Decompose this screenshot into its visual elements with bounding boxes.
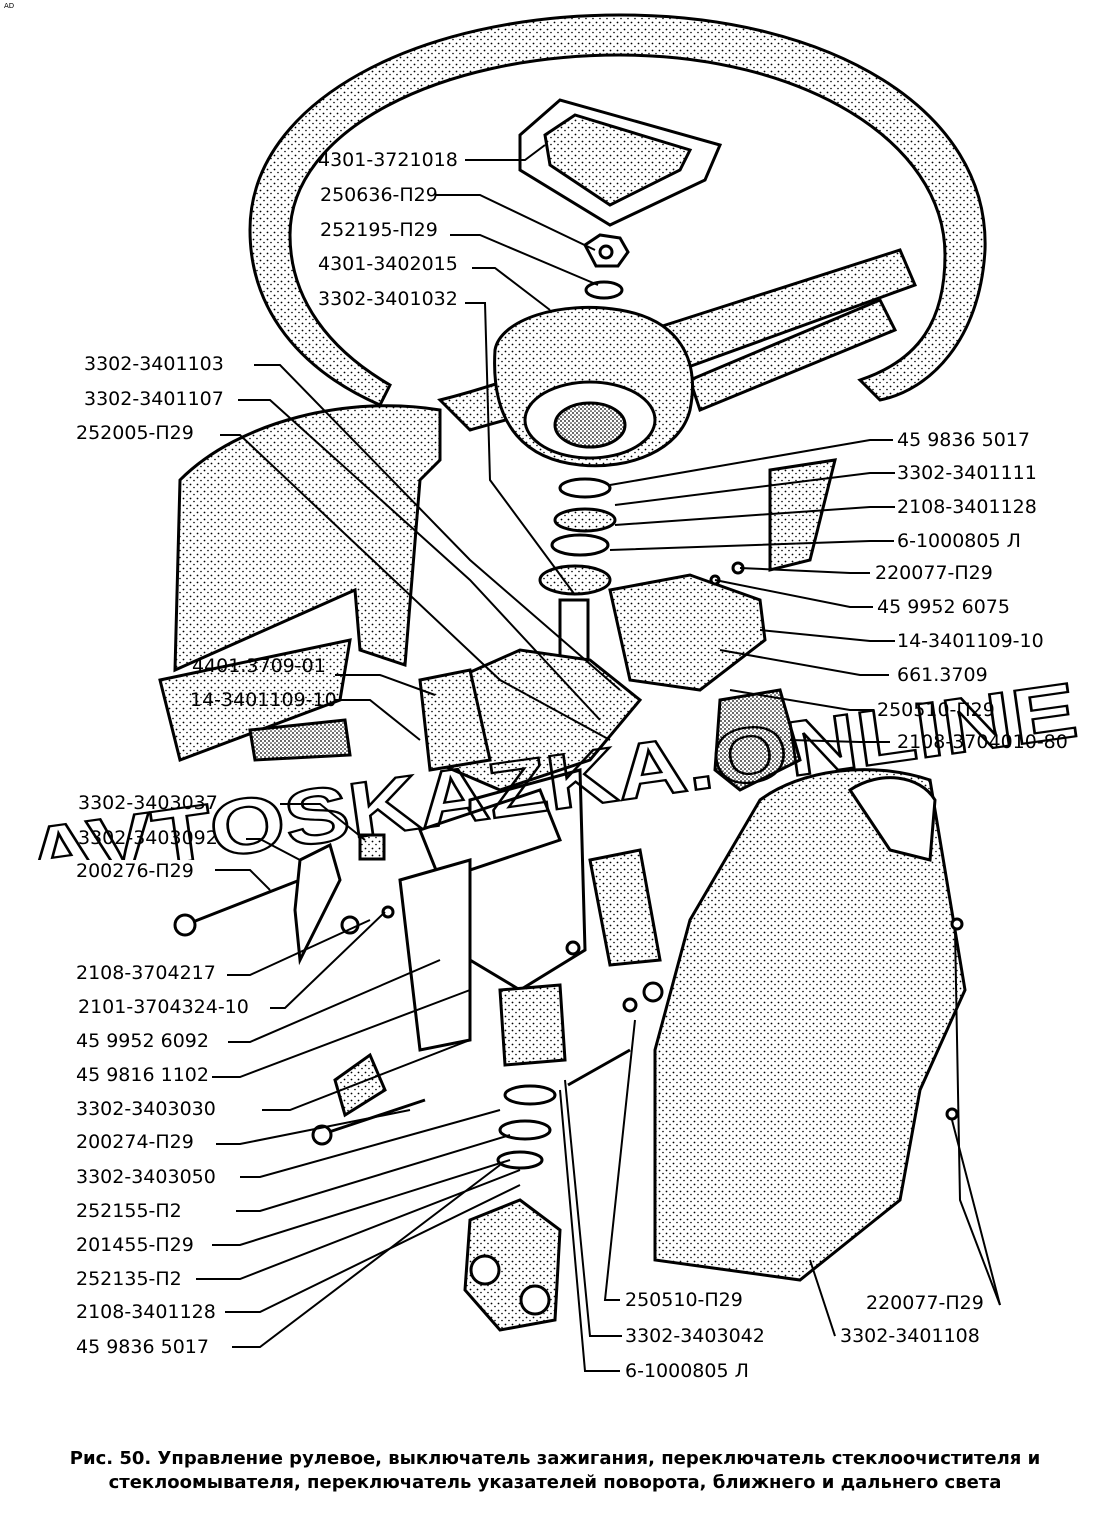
- part-label: 45 9816 1102: [76, 1064, 209, 1086]
- part-label: 3302-3403030: [76, 1098, 216, 1120]
- part-label: 2108-3401128: [897, 496, 1037, 518]
- part-label: 220077-П29: [875, 562, 993, 584]
- wiper-switch-assembly: [588, 458, 838, 967]
- part-label: 3302-3401032: [318, 288, 458, 310]
- leader-lines: [196, 144, 1001, 1372]
- part-label: 252195-П29: [320, 219, 438, 241]
- universal-joint: [463, 1198, 562, 1332]
- part-label: 45 9952 6075: [877, 596, 1010, 618]
- part-label: 201455-П29: [76, 1234, 194, 1256]
- part-label: 2101-3704324-10: [78, 996, 249, 1018]
- part-label: 252135-П2: [76, 1268, 182, 1290]
- part-label: 3302-3403050: [76, 1166, 216, 1188]
- part-label: 200274-П29: [76, 1131, 194, 1153]
- figure-caption: Рис. 50. Управление рулевое, выключатель…: [40, 1447, 1070, 1495]
- part-label: 3302-3401107: [84, 388, 224, 410]
- part-label: 4301-3402015: [318, 253, 458, 275]
- part-label: 6-1000805 Л: [625, 1360, 749, 1382]
- caption-line-2: стеклоомывателя, переключатель указателе…: [108, 1472, 1002, 1493]
- steering-hub: [493, 305, 694, 468]
- caption-line-1: Рис. 50. Управление рулевое, выключатель…: [69, 1448, 1041, 1469]
- part-label: 3302-3403092: [78, 827, 218, 849]
- turn-signal-lever: [248, 668, 492, 772]
- lower-shroud: [653, 768, 967, 1282]
- part-label: 252005-П29: [76, 422, 194, 444]
- part-label: 3302-3403042: [625, 1325, 765, 1347]
- part-label: 14-3401109-10: [190, 689, 337, 711]
- part-label: 252155-П2: [76, 1200, 182, 1222]
- horn-pad: [518, 98, 723, 227]
- part-label: 220077-П29: [866, 1292, 984, 1314]
- hub-nut: [583, 233, 630, 300]
- part-label: 661.3709: [897, 664, 988, 686]
- part-label: 2108-3704217: [76, 962, 216, 984]
- part-label: 45 9836 5017: [897, 429, 1030, 451]
- steering-assembly-drawing: [158, 13, 1001, 1372]
- part-label: 45 9836 5017: [76, 1336, 209, 1358]
- bearing-stack: [538, 477, 617, 596]
- part-label: 200276-П29: [76, 860, 194, 882]
- part-label: 14-3401109-10: [897, 630, 1044, 652]
- part-label: 3302-3403037: [78, 792, 218, 814]
- corner-mark: AD: [4, 2, 15, 10]
- part-label: 45 9952 6092: [76, 1030, 209, 1052]
- part-label: 3302-3401111: [897, 462, 1037, 484]
- part-label: 3302-3401108: [840, 1325, 980, 1347]
- part-label: 250510-П29: [877, 699, 995, 721]
- upper-shroud: [158, 404, 442, 762]
- part-label: 4301-3721018: [318, 149, 458, 171]
- part-label: 6-1000805 Л: [897, 530, 1021, 552]
- part-label: 2108-3401128: [76, 1301, 216, 1323]
- part-label: 250510-П29: [625, 1289, 743, 1311]
- part-label: 250636-П29: [320, 184, 438, 206]
- part-label: 4401.3709-01: [192, 655, 326, 677]
- part-label: 2108-3704010-80: [897, 731, 1068, 753]
- part-label: 3302-3401103: [84, 353, 224, 375]
- steering-column: [398, 598, 643, 1067]
